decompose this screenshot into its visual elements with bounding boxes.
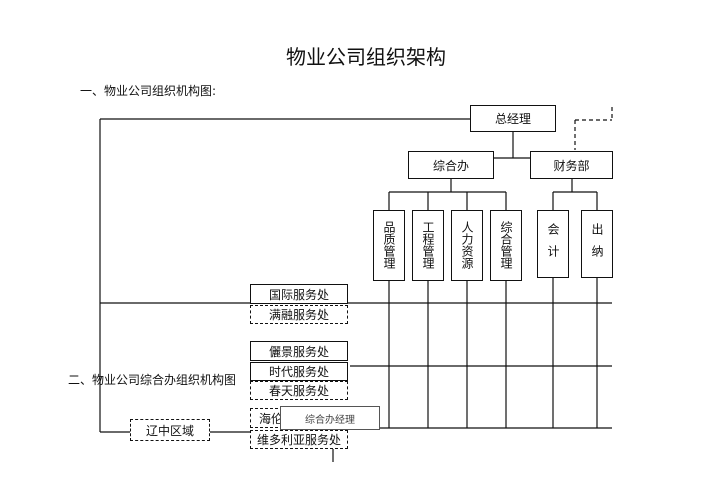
accounting-label: 会计 <box>546 223 560 267</box>
service-office-manrong: 满融服务处 <box>250 305 348 324</box>
node-admin-manager: 综合办经理 <box>280 406 380 430</box>
hailun-label: 海伦 <box>259 411 284 426</box>
node-human-resources: 人力资源 <box>451 210 483 281</box>
node-accounting: 会计 <box>537 210 569 278</box>
section2-heading: 二、物业公司综合办组织机构图 <box>68 373 237 387</box>
node-finance-dept: 财务部 <box>530 151 613 179</box>
node-general-manager: 总经理 <box>470 105 556 132</box>
service-office-lijing: 儷景服务处 <box>250 341 348 361</box>
node-quality-mgmt: 品质管理 <box>373 210 405 281</box>
node-cashier: 出纳 <box>581 210 613 278</box>
page-title: 物业公司组织架构 <box>286 45 446 69</box>
service-office-chuntian: 春天服务处 <box>250 381 348 400</box>
engineering-mgmt-label: 工程管理 <box>421 221 435 269</box>
human-resources-label: 人力资源 <box>460 221 474 269</box>
cashier-label: 出纳 <box>590 223 604 267</box>
section1-heading: 一、物业公司组织机构图: <box>80 84 217 98</box>
general-mgmt-label: 综合管理 <box>499 221 513 269</box>
service-office-international: 国际服务处 <box>250 284 348 304</box>
node-general-mgmt: 综合管理 <box>490 210 522 281</box>
node-engineering-mgmt: 工程管理 <box>412 210 444 281</box>
node-liaozhong-region: 辽中区域 <box>130 419 210 441</box>
quality-mgmt-label: 品质管理 <box>382 221 396 269</box>
node-admin-office: 综合办 <box>408 151 494 179</box>
service-office-shidai: 时代服务处 <box>250 362 348 381</box>
service-office-victoria: 维多利亚服务处 <box>250 430 348 449</box>
